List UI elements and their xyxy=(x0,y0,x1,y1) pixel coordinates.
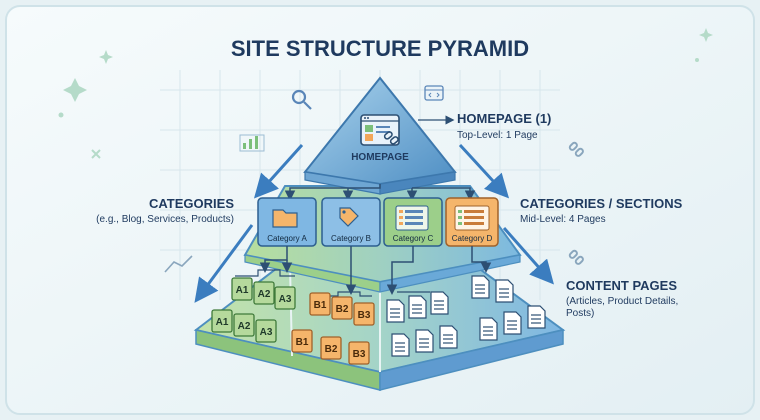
link-icon xyxy=(568,249,584,265)
category-label-d: Category D xyxy=(452,234,493,243)
svg-text:B1: B1 xyxy=(296,337,309,348)
content-pages-heading: CONTENT PAGES xyxy=(566,278,677,293)
folder-icon xyxy=(272,209,298,228)
category-label-a: Category A xyxy=(267,234,307,243)
category-label-c: Category C xyxy=(393,234,434,243)
page-tile[interactable]: B3 xyxy=(348,341,370,365)
trend-line-icon xyxy=(164,255,193,273)
svg-text:B2: B2 xyxy=(336,304,349,315)
page-tile[interactable]: B1 xyxy=(309,292,331,316)
svg-text:A1: A1 xyxy=(216,317,229,328)
sparkle-icons xyxy=(63,28,713,102)
categories-subtext: (e.g., Blog, Services, Products) xyxy=(96,214,234,225)
svg-text:B2: B2 xyxy=(325,344,338,355)
homepage-label: HOMEPAGE xyxy=(351,152,409,163)
sections-heading: CATEGORIES / SECTIONS xyxy=(520,196,683,211)
list-icon xyxy=(395,205,429,231)
svg-text:A3: A3 xyxy=(260,327,273,338)
categories-heading: CATEGORIES xyxy=(149,196,234,211)
document-icon[interactable] xyxy=(415,329,434,353)
page-tile[interactable]: B1 xyxy=(291,329,313,353)
svg-text:B3: B3 xyxy=(358,310,371,321)
content-pages-documents xyxy=(386,275,546,357)
bar-chart-icon xyxy=(239,134,265,152)
sections-subtext: Mid-Level: 4 Pages xyxy=(520,214,606,225)
document-icon[interactable] xyxy=(391,333,410,357)
homepage-subtext: Top-Level: 1 Page xyxy=(457,130,538,141)
apex-connectors xyxy=(284,184,476,201)
document-icon[interactable] xyxy=(386,299,405,323)
page-tile[interactable]: B2 xyxy=(331,296,353,320)
category-label-b: Category B xyxy=(331,234,371,243)
category-card-b[interactable]: Category B xyxy=(321,197,381,247)
category-card-c[interactable]: Category C xyxy=(383,197,443,247)
code-window-icon xyxy=(424,85,444,101)
flow-arrows xyxy=(194,143,554,303)
content-pages-a: A1 A2 A3 A1 A2 A3 xyxy=(211,277,296,343)
document-icon[interactable] xyxy=(527,305,546,329)
document-icon[interactable] xyxy=(408,295,427,319)
content-pages-b: B1 B2 B3 B1 B2 B3 xyxy=(291,292,375,365)
page-tile[interactable]: A2 xyxy=(233,313,255,337)
page-tile[interactable]: A1 xyxy=(231,277,253,301)
x-mark-icon xyxy=(91,149,101,159)
svg-text:A1: A1 xyxy=(236,285,249,296)
svg-text:B3: B3 xyxy=(353,349,366,360)
page-tile[interactable]: A1 xyxy=(211,309,233,333)
content-pages-subtext-1: (Articles, Product Details, xyxy=(566,296,678,307)
page-tile[interactable]: A3 xyxy=(255,319,277,343)
document-icon[interactable] xyxy=(439,325,458,349)
search-icon xyxy=(291,89,312,110)
page-tile[interactable]: B3 xyxy=(353,302,375,326)
link-icon xyxy=(568,141,584,157)
page-title: SITE STRUCTURE PYRAMID xyxy=(231,36,529,61)
content-pages-subtext-2: Posts) xyxy=(566,308,594,319)
homepage-browser-icon xyxy=(360,114,400,146)
homepage-heading: HOMEPAGE (1) xyxy=(457,111,551,126)
document-icon[interactable] xyxy=(479,317,498,341)
page-connectors xyxy=(235,269,430,297)
category-card-d[interactable]: Category D xyxy=(445,197,499,247)
svg-text:A2: A2 xyxy=(238,321,251,332)
document-icon[interactable] xyxy=(471,275,490,299)
page-tile[interactable]: A3 xyxy=(274,286,296,310)
document-icon[interactable] xyxy=(503,311,522,335)
svg-text:A3: A3 xyxy=(279,294,292,305)
category-connectors xyxy=(259,246,492,295)
document-icon[interactable] xyxy=(495,279,514,303)
document-icon[interactable] xyxy=(430,291,449,315)
svg-text:B1: B1 xyxy=(314,300,327,311)
svg-text:A2: A2 xyxy=(258,289,271,300)
page-tile[interactable]: B2 xyxy=(320,336,342,360)
category-card-a[interactable]: Category A xyxy=(257,197,317,247)
list-icon xyxy=(454,205,490,231)
base-tier-right-face xyxy=(379,329,564,391)
page-tile[interactable]: A2 xyxy=(253,281,275,305)
